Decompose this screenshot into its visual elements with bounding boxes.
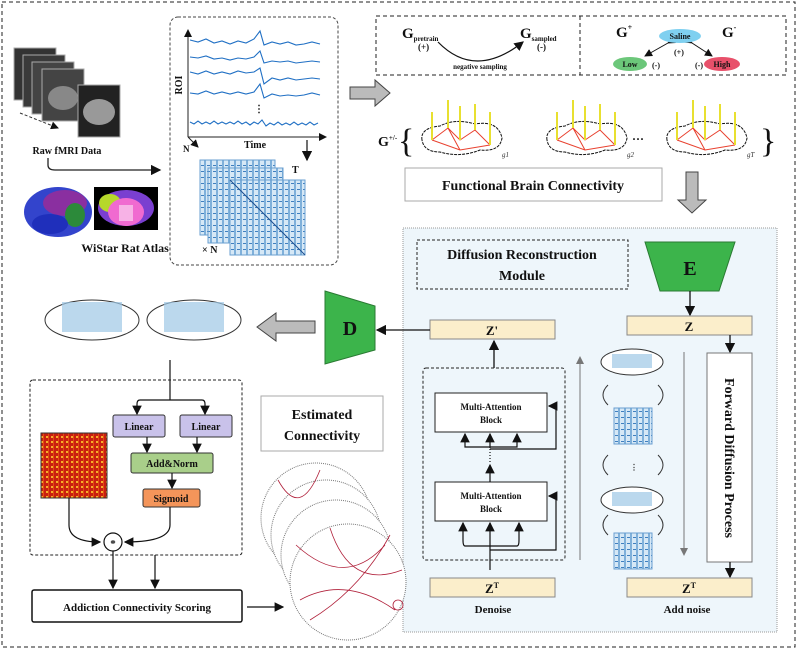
decoder-D: D bbox=[324, 290, 376, 365]
signals-ellipsis: ⋮ bbox=[254, 104, 264, 115]
g-minus: G- bbox=[722, 23, 737, 41]
low-sign: (-) bbox=[652, 61, 660, 70]
svg-text:E: E bbox=[683, 258, 696, 280]
multi-attention-block-2: Multi-Attention Block bbox=[434, 481, 548, 522]
svg-text:Connectivity: Connectivity bbox=[284, 429, 360, 444]
svg-text:Multi-Attention: Multi-Attention bbox=[461, 491, 522, 501]
svg-text:Multi-Attention: Multi-Attention bbox=[461, 402, 522, 412]
svg-text:Addiction Connectivity Scoring: Addiction Connectivity Scoring bbox=[63, 602, 211, 614]
time-axis-label: Time bbox=[244, 140, 267, 151]
diffusion-title-1: Diffusion Reconstruction bbox=[447, 248, 597, 263]
svg-text:Saline: Saline bbox=[670, 32, 691, 41]
roi-signals bbox=[189, 29, 321, 127]
g-sampled: Gsampled bbox=[520, 26, 557, 43]
g-pretrain: Gpretrain bbox=[402, 26, 439, 43]
g-pretrain-sign: (+) bbox=[418, 42, 429, 52]
svg-text:Sigmoid: Sigmoid bbox=[153, 494, 188, 505]
raw-fmri-label: Raw fMRI Data bbox=[33, 146, 102, 157]
multi-attention-block-1: Multi-Attention Block bbox=[434, 392, 548, 433]
graphs-ellipsis: ··· bbox=[632, 132, 644, 146]
denoise-network-box bbox=[422, 367, 566, 561]
estimated-connectivity-box: Estimated Connectivity bbox=[260, 395, 384, 452]
atlas-label: WiStar Rat Atlas bbox=[81, 241, 169, 255]
brain-graph-T: gT bbox=[666, 100, 756, 159]
diffusion-title-2: Module bbox=[499, 269, 545, 284]
z-box: Z bbox=[626, 315, 753, 336]
chord-diagrams bbox=[260, 462, 407, 641]
zt-left-box: ZT bbox=[429, 577, 556, 598]
atlas-coronal-slice bbox=[94, 187, 158, 230]
right-brace: } bbox=[760, 123, 776, 160]
node-high: High bbox=[704, 57, 740, 71]
svg-text:ZT: ZT bbox=[485, 581, 500, 596]
zt-right-box: ZT bbox=[626, 577, 753, 598]
gray-arrow-down bbox=[676, 171, 708, 214]
svg-text:Forward Diffusion Process: Forward Diffusion Process bbox=[721, 378, 736, 538]
forward-diffusion-box: Forward Diffusion Process bbox=[706, 352, 753, 563]
svg-text:g2: g2 bbox=[627, 151, 635, 159]
encoder-E: E bbox=[644, 241, 736, 292]
xn-label: × N bbox=[202, 245, 218, 256]
gray-arrow-right bbox=[349, 78, 391, 108]
svg-text:Linear: Linear bbox=[125, 422, 154, 433]
functional-connectivity-label: Functional Brain Connectivity bbox=[442, 179, 624, 194]
n-axis-label: N bbox=[183, 144, 190, 154]
brain-graph-1: g1 bbox=[421, 100, 509, 159]
functional-connectivity-box bbox=[404, 167, 663, 202]
node-saline: Saline bbox=[659, 29, 701, 43]
input-arrow bbox=[47, 158, 162, 176]
svg-text:Estimated: Estimated bbox=[292, 408, 353, 423]
denoise-label: Denoise bbox=[475, 604, 512, 616]
node-low: Low bbox=[613, 57, 647, 71]
svg-text:Z': Z' bbox=[486, 323, 498, 338]
reconstructed-brains bbox=[44, 299, 242, 341]
g-sampled-sign: (-) bbox=[537, 42, 546, 52]
diffusion-title-box bbox=[416, 239, 629, 290]
svg-text:High: High bbox=[714, 60, 731, 69]
g-plus: G+ bbox=[616, 23, 633, 41]
roi-axis-label: ROI bbox=[174, 75, 185, 94]
svg-text:Low: Low bbox=[622, 60, 637, 69]
svg-text:Block: Block bbox=[480, 415, 502, 425]
svg-text:Z: Z bbox=[685, 319, 694, 334]
noisy-samples: ⋮ bbox=[600, 348, 664, 570]
fmri-slices bbox=[13, 47, 121, 138]
svg-text:*: * bbox=[110, 538, 116, 550]
connectivity-matrices bbox=[199, 159, 306, 256]
left-brace: { bbox=[398, 123, 414, 160]
timeseries-panel bbox=[169, 16, 339, 266]
attention-connections bbox=[458, 401, 558, 570]
brain-graph-2: g2 bbox=[546, 100, 635, 159]
svg-text:D: D bbox=[343, 318, 357, 340]
connectivity-heatmap bbox=[40, 432, 108, 499]
sampling-panel bbox=[375, 15, 787, 76]
gray-arrow-left bbox=[256, 312, 316, 342]
add-noise-label: Add noise bbox=[664, 604, 711, 616]
svg-text:Block: Block bbox=[480, 504, 502, 514]
t-label: T bbox=[292, 165, 299, 176]
atlas-3d-brain bbox=[24, 187, 92, 237]
svg-text:gT: gT bbox=[747, 151, 756, 159]
svg-text:g1: g1 bbox=[502, 151, 509, 159]
saline-sign: (+) bbox=[674, 48, 684, 57]
multiply-node: * bbox=[103, 532, 123, 552]
linear-2: Linear bbox=[179, 414, 233, 438]
z-prime-box: Z' bbox=[429, 319, 556, 340]
addiction-scoring-box: Addiction Connectivity Scoring bbox=[31, 589, 243, 623]
sigmoid: Sigmoid bbox=[142, 488, 201, 508]
svg-text:Add&Norm: Add&Norm bbox=[146, 459, 198, 470]
graph-set-symbol: G+/- bbox=[378, 134, 398, 150]
linear-1: Linear bbox=[112, 414, 166, 438]
svg-text:ZT: ZT bbox=[682, 581, 697, 596]
svg-text:Linear: Linear bbox=[192, 422, 221, 433]
high-sign: (-) bbox=[695, 61, 703, 70]
svg-text:⋮: ⋮ bbox=[630, 463, 638, 472]
negative-sampling-arrow bbox=[437, 41, 524, 62]
add-norm: Add&Norm bbox=[130, 452, 214, 474]
negative-sampling-label: negative sampling bbox=[453, 63, 507, 71]
scoring-module-box bbox=[29, 379, 243, 556]
